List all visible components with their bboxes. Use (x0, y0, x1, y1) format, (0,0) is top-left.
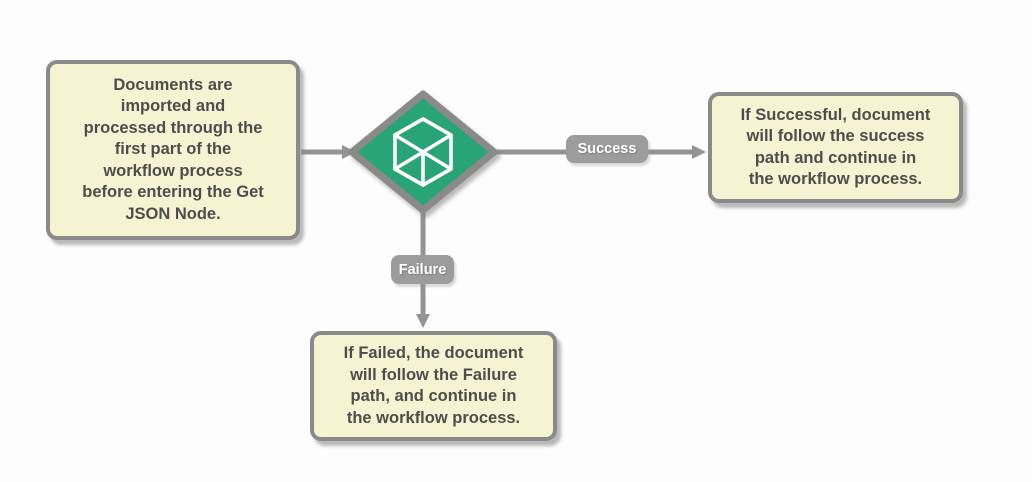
arrow-left-to-decision (301, 145, 356, 159)
success-edge-label: Success (566, 135, 648, 163)
left-note-box: Documents are imported and processed thr… (46, 60, 300, 240)
failure-edge-label: Failure (391, 255, 454, 284)
decision-node (348, 90, 498, 214)
failure-note-box: If Failed, the document will follow the … (310, 331, 557, 441)
success-note-box: If Successful, document will follow the … (708, 92, 963, 203)
cube-wireframe-icon (393, 117, 453, 187)
